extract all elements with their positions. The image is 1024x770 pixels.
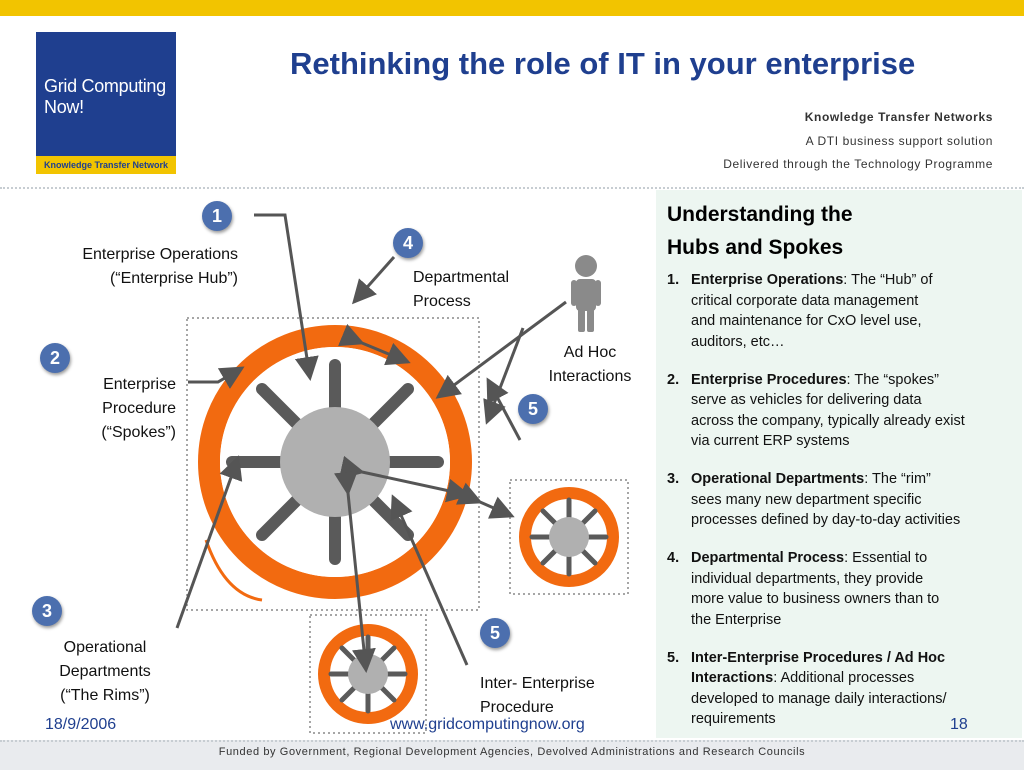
badge-2: 2 (40, 343, 70, 373)
list-item: 5. Inter-Enterprise Procedures / Ad Hoc … (667, 649, 947, 728)
label-operational-departments: Operational Departments (“The Rims”) (59, 639, 151, 704)
bottom-bar (0, 740, 1024, 770)
label-enterprise-operations: Enterprise Operations (“Enterprise Hub”) (82, 246, 238, 287)
arrow-inter-enterprise (390, 494, 469, 666)
grid-computing-now-logo: Grid Computing Now! Knowledge Transfer N… (36, 32, 176, 174)
right-wheel-frame (509, 479, 629, 595)
double-arrow-right-wheel (455, 482, 515, 519)
rim-highlight (204, 539, 263, 602)
top-accent-bar (0, 0, 1024, 16)
bottom-small-wheel (318, 624, 418, 724)
label-departmental-process: Departmental Process (413, 269, 510, 310)
page-number: 18 (950, 716, 968, 733)
footer-date: 18/9/2006 (45, 716, 117, 733)
main-wheel-frame (186, 317, 480, 611)
ktn-delivery: Delivered through the Technology Program… (723, 157, 993, 171)
panel-title: Understanding the Hubs and Spokes (667, 203, 853, 259)
list-item: 3. Operational Departments: The “rim” se… (667, 471, 961, 528)
arrow-enterprise-ops (254, 213, 319, 381)
badge-3: 3 (32, 596, 62, 626)
arrow-adhoc-rim (483, 327, 525, 425)
panel-list: 1. Enterprise Operations: The “Hub” of c… (667, 270, 1017, 747)
double-arrow-bottom-wheel (333, 470, 376, 673)
arrow-adhoc-hub (435, 300, 567, 399)
arrow-operational (175, 455, 243, 629)
logo-tagline: Knowledge Transfer Network (36, 156, 176, 174)
arrow-five-a (486, 377, 522, 441)
badge-4: 4 (393, 228, 423, 258)
list-item: 1. Enterprise Operations: The “Hub” of c… (667, 272, 933, 350)
right-small-wheel (519, 487, 619, 587)
list-item: 4. Departmental Process: Essential to in… (667, 550, 940, 628)
badge-5-bottom: 5 (480, 618, 510, 648)
double-arrow-hub-right (338, 455, 471, 503)
main-hub (280, 407, 390, 517)
funding-notice: Funded by Government, Regional Developme… (218, 746, 806, 758)
label-adhoc-interactions: Ad Hoc Interactions (548, 344, 632, 385)
footer-url-link[interactable]: www.gridcomputingnow.org (390, 716, 585, 733)
bottom-wheel-frame (309, 614, 427, 734)
list-item: 2. Enterprise Procedures: The “spokes” s… (667, 371, 965, 450)
understanding-panel: Understanding the Hubs and Spokes 1. Ent… (656, 190, 1022, 738)
arrow-enterprise-procedure (188, 366, 245, 389)
ktn-subheading: A DTI business support solution (805, 134, 993, 148)
ktn-heading: Knowledge Transfer Networks (804, 110, 993, 124)
person-icon (571, 255, 601, 332)
badge-5-top: 5 (518, 394, 548, 424)
double-arrow-rim (338, 323, 411, 366)
hub-spoke-diagram: 1 2 3 4 5 5 Enterprise Operations (“Ente… (0, 190, 656, 738)
logo-text: Grid Computing Now! (44, 76, 166, 117)
label-inter-enterprise: Inter- Enterprise Procedure (480, 675, 595, 716)
badge-1: 1 (202, 201, 232, 231)
header-divider (0, 187, 1024, 189)
arrow-departmental (352, 256, 396, 305)
label-enterprise-procedure: Enterprise Procedure (“Spokes”) (101, 376, 176, 441)
main-wheel (198, 325, 472, 599)
slide-title: Rethinking the role of IT in your enterp… (290, 46, 916, 81)
diagram-graphic (175, 213, 629, 734)
